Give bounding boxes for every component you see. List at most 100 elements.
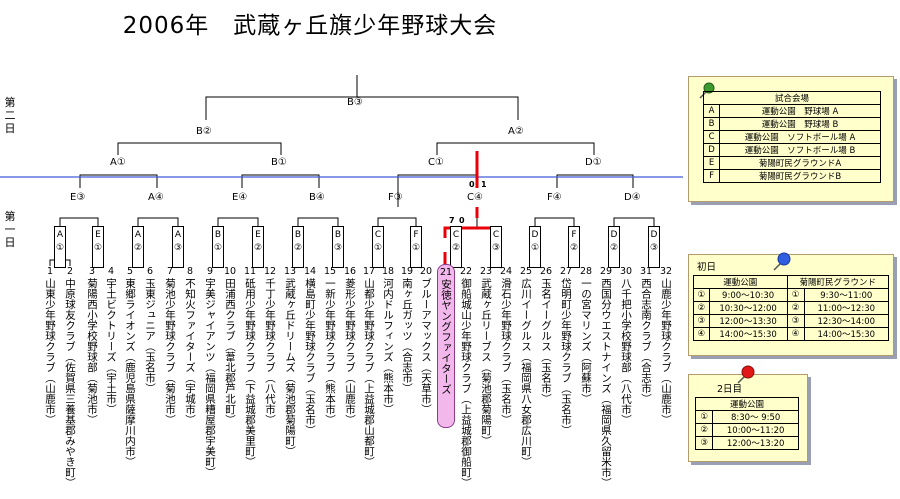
team-name: 西合志南クラブ（合志市） [640,278,652,404]
venue-key: B [702,117,721,131]
team-name: 山鹿少年野球クラブ（山鹿市） [660,278,672,425]
node-r2-3: E④ [232,192,248,203]
team-number: 23 [479,266,493,277]
team-number: 22 [459,266,473,277]
round-label-second-day: 第二日 [4,96,16,135]
node-qf-1: A① [110,157,126,168]
team-name: 田浦西クラブ（葦北郡芦北町） [224,278,236,425]
team-number: 20 [419,266,433,277]
box-field: B [334,230,342,240]
node-qf-2: B① [271,157,287,168]
team-name: 西国分ウエストナインズ（福岡県久留米市） [600,278,612,488]
team-name: 東郷ライオンズ（鹿児島県薩摩川内市） [124,278,136,467]
team-number: 27 [559,266,573,277]
slot-number: ① [693,288,710,302]
team-name: 広川イーグルス（福岡県八女郡広川町） [520,278,532,467]
venue-name: 菊陽町民グラウンドB [719,169,881,183]
pushpin-icon [773,252,791,271]
team-number: 4 [107,266,115,277]
box-field: D [610,230,618,240]
team-number: 24 [499,266,513,277]
team-number: 14 [303,266,317,277]
slot-number: ② [786,301,805,315]
box-slot: ③ [491,243,501,253]
box-slot: ② [451,243,461,253]
round-label-first-day: 第一日 [4,210,16,249]
team-number: 5 [126,266,134,277]
venue-key: D [702,143,721,157]
venue-table-title: 試合会場 [703,91,881,105]
team-name: 南ヶ丘ガッツ（合志市） [401,278,413,394]
team-name: 山東少年野球クラブ（山鹿市） [44,278,56,425]
box-field: C [374,230,382,240]
box-slot: ① [55,243,65,253]
team-number: 8 [186,266,194,277]
slot-number: ① [786,288,805,302]
slot-time: 10:30～12:00 [708,301,788,315]
box-field: A [174,230,182,240]
slot-time: 9:00～10:30 [708,288,788,302]
team-number: 30 [619,266,633,277]
team-number: 26 [539,266,553,277]
team-name: 武蔵ヶ丘リーブス（菊池郡菊陽町） [480,278,492,446]
box-slot: ② [133,243,143,253]
node-r2-6: C④ [467,192,483,203]
node-r2-8: D④ [624,192,641,203]
team-name: ブルーアマックス（天草市） [420,278,432,415]
team-name: 不知火ファイターズ（宇城市） [184,278,196,425]
day2-title: 2日目 [717,384,743,395]
team-name: 砥用少年野球クラブ（下益城郡美里町） [244,278,256,467]
slot-time: 8:30～ 9:50 [712,410,799,424]
slot-time: 10:00～11:20 [712,423,799,437]
box-slot: ① [530,243,540,253]
team-name: 一の宮マリンズ（阿蘇市） [580,278,592,404]
team-number: 15 [323,266,337,277]
slot-time: 14:00～15:30 [708,327,788,341]
team-name: 武蔵ヶ丘ドリームズ（菊池郡菊陽町） [284,278,296,457]
team-name: 中原球友クラブ（佐賀県三養基郡みやき町） [64,278,76,488]
box-field: C [452,230,460,240]
team-name: 一新少年野球クラブ（熊本市） [324,278,336,425]
team-number: 2 [66,266,74,277]
venue-name: 運動公園 ソフトボール場 A [719,130,881,144]
team-name: 八千把小学校野球部（八代市） [620,278,632,425]
slot-time: 12:00～13:20 [712,436,799,450]
team-number: 10 [223,266,237,277]
box-field: E [255,230,261,240]
team-name: 千丁少年野球クラブ（八代市） [264,278,276,425]
team-number: 16 [343,266,357,277]
node-qf-4: D① [585,157,602,168]
venue-name: 運動公園 野球場 B [719,117,881,131]
node-r2-7: F④ [547,192,562,203]
box-field: B [214,230,222,240]
venue-key: E [702,156,721,170]
box-field: A [134,230,142,240]
team-name: 岱明町少年野球クラブ（玉名市） [560,278,572,436]
venue-key: C [702,130,721,144]
node-r2-5: F③ [388,192,403,203]
box-slot: ① [213,243,223,253]
